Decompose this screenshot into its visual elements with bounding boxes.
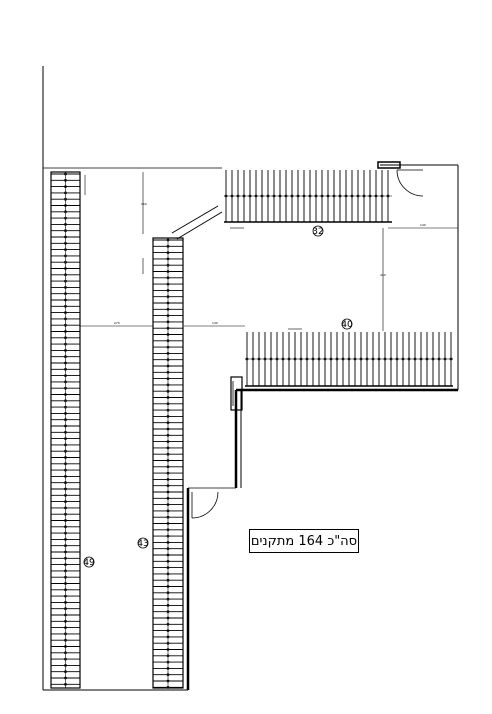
- svg-text:160: 160: [141, 202, 147, 206]
- svg-text:140: 140: [420, 223, 426, 227]
- rack-count-top-right: 32: [312, 225, 324, 237]
- rack-middle-column: [152, 237, 184, 689]
- door-bottom: [191, 491, 219, 519]
- svg-text:275: 275: [114, 321, 120, 325]
- dimension-text: 275 140 160 140 440: [114, 202, 426, 325]
- dimension-lines: [80, 172, 458, 331]
- rack-count-left-text: 49: [83, 558, 95, 568]
- rack-count-bottom-right-text: 40: [341, 320, 353, 330]
- rack-count-middle-column: 43: [137, 537, 149, 549]
- rack-bottom-right-row: [245, 332, 453, 387]
- svg-text:440: 440: [380, 273, 386, 277]
- rack-count-middle-text: 43: [137, 539, 148, 549]
- total-label: סה"כ 164 מתקנים: [250, 533, 358, 549]
- door-top-right: [377, 161, 424, 197]
- svg-text:140: 140: [212, 321, 218, 325]
- rack-count-left-column: 49: [83, 556, 95, 568]
- rack-count-top-right-text: 32: [312, 227, 323, 237]
- rack-count-bottom-right: 40: [341, 318, 353, 330]
- bicycle-racks: [50, 170, 453, 689]
- total-label-box: סה"כ 164 מתקנים: [249, 529, 359, 553]
- walls: [42, 66, 459, 691]
- angled-wall: [171, 205, 223, 240]
- rack-top-right-row: [224, 170, 392, 223]
- rack-left-column: [50, 171, 81, 689]
